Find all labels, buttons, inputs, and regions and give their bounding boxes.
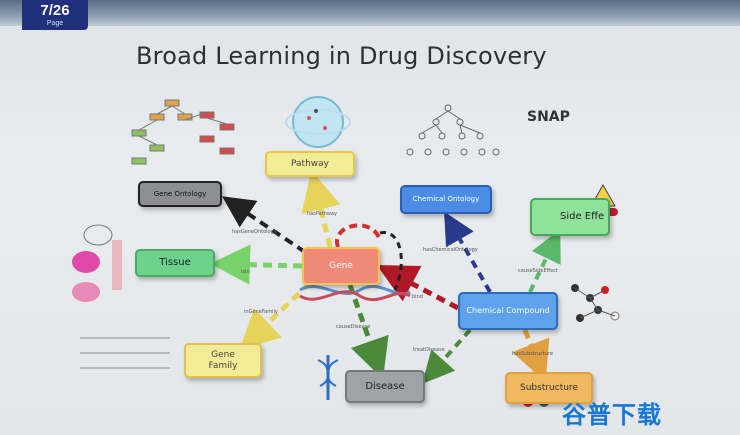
edge-compound-chemont [444, 211, 492, 293]
watermark: 谷普下载 [562, 401, 662, 429]
snap-label: SNAP [527, 109, 570, 125]
node-chemical-ontology: Chemical Ontology [400, 185, 492, 214]
edge-gene-geneontology [222, 196, 307, 254]
edge-label-treat-disease: treatDisease [413, 347, 445, 353]
gene-family-sequence-icon [80, 337, 170, 369]
edge-label-in-gene-family: inGeneFamily [244, 309, 278, 315]
slide-title: Broad Learning in Drug Discovery [136, 42, 547, 70]
edge-compound-sideeffect [528, 229, 561, 293]
page-number: 7/26 [40, 2, 70, 19]
node-substructure: Substructure [505, 372, 593, 404]
tissue-organs-icon [72, 224, 122, 302]
node-gene: Gene [302, 247, 380, 285]
node-gene-family: Gene Family [184, 343, 262, 378]
edge-label-has-substructure: hasSubstructure [512, 351, 554, 357]
edge-compound-self-loop [379, 231, 403, 291]
page-indicator: 7/26 Page [22, 0, 88, 30]
pathway-cell-icon [285, 96, 351, 148]
node-disease: Disease [345, 370, 425, 403]
edge-gene-genefamily [239, 281, 312, 351]
edge-label-bind: bind [412, 294, 423, 300]
edge-gene-tissue [210, 244, 303, 285]
chemical-ontology-tree-icon [406, 104, 500, 156]
edge-gene-self-loop [335, 223, 382, 248]
edge-label-cause-side-effect: causeSideEffect [518, 268, 558, 274]
gene-ontology-tree-icon [131, 99, 235, 165]
edge-label-cause-disease: causeDisease [336, 324, 371, 330]
edge-label-has-pathway: hasPathway [307, 211, 337, 217]
node-tissue: Tissue [135, 249, 215, 277]
page-label: Page [46, 20, 64, 27]
edge-gene-pathway [301, 170, 341, 248]
node-chemical-compound: Chemical Compound [458, 292, 558, 330]
node-pathway: Pathway [265, 151, 355, 177]
edge-compound-disease [422, 328, 472, 384]
presentation-top-bar [0, 0, 740, 26]
edge-compound-gene [376, 264, 460, 311]
edge-label-has-tissue: isIn [241, 269, 250, 275]
molecule-icon [571, 284, 620, 322]
node-side-effect: Side Effe [530, 198, 610, 236]
edge-label-has-gene-ontology: hasGeneOntology [232, 229, 277, 235]
node-gene-ontology: Gene Ontology [138, 181, 222, 207]
edge-compound-substructure [512, 329, 550, 382]
caduceus-icon [317, 355, 339, 400]
edge-label-has-chemical-ontology: hasChemicalOntology [423, 247, 478, 253]
